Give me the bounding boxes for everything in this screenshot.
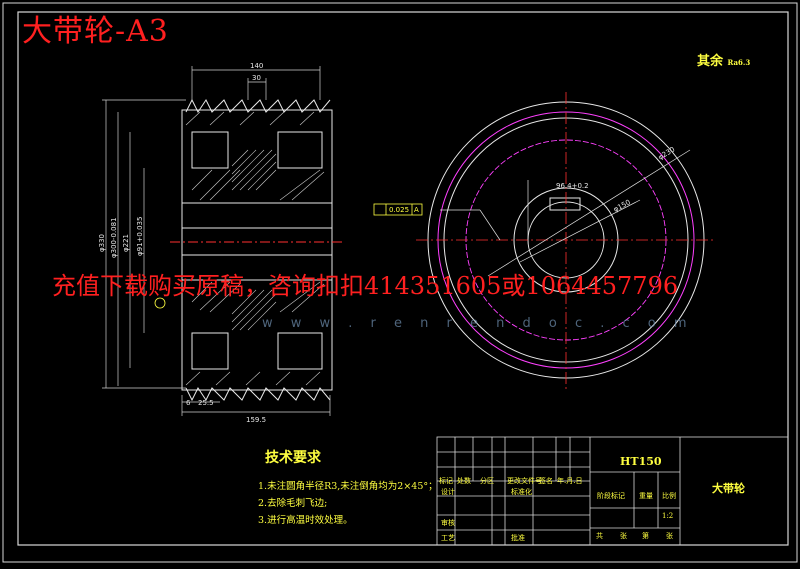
dim-dia-300: φ300-0.081 [110,217,118,258]
tb-weight: 重量 [639,492,653,500]
tech-line-3: 3.进行高温时效处理。 [258,515,353,526]
tb-label-file: 更改文件号 [507,477,542,485]
tb-sheet-unit2: 张 [666,532,673,540]
front-view [416,92,716,392]
dim-total-1595: 159.5 [246,416,266,424]
watermark-text: w w w . r e n r e n d o c . c o m [262,316,694,331]
section-view [170,98,345,402]
tb-standard: 标准化 [511,488,532,496]
tb-label-date: 年.月.日 [557,477,583,485]
tech-line-1: 1.未注圆角半径R3,未注倒角均为2×45°； [258,481,438,492]
tb-approve: 批准 [511,534,525,542]
drawing-title: 大带轮-A3 [22,14,169,49]
tb-ratio: 比例 [662,492,676,500]
svg-text:0.025: 0.025 [389,206,409,214]
part-name: 大带轮 [712,482,745,495]
tb-label-zone: 分区 [480,477,494,485]
material-label: HT150 [620,455,662,468]
dim-keyway: 96.4+0.2 [556,182,589,190]
title-block [436,436,789,546]
inner-border [17,11,789,546]
datum-marker-icon [154,297,166,309]
dim-pitch-30: 30 [252,74,261,82]
tb-label-count: 处数 [457,477,471,485]
svg-text:A: A [414,206,419,214]
tb-label-mark: 标记 [439,477,453,485]
tb-design: 设计 [441,488,455,496]
dim-offset-255: 25.5 [198,399,214,407]
tb-label-sign: 签名 [539,477,553,485]
dim-dia-bore: φ91+0.035 [136,217,144,256]
dim-ring-d2: φ150 [612,198,632,214]
tech-line-2: 2.去除毛刺飞边; [258,498,328,509]
tb-scale: 1:2 [662,512,674,520]
purchase-overlay: 充值下载购买原稿，咨询扣扣414351605或1064457796 [52,272,679,300]
tb-sheet-total: 共 [596,532,603,540]
dim-dia-330: φ330 [98,234,106,252]
roughness-label: 其余 [697,54,724,69]
section-dimensions [102,66,331,416]
dim-ring-d1: φ230 [657,145,676,161]
dim-offset-6: 6 [186,399,191,407]
tb-sheet-num: 第 [642,532,649,540]
tb-stage-mark: 阶段标记 [597,492,625,500]
dim-dia-221: φ221 [122,234,130,252]
tb-sheet-unit1: 张 [620,532,627,540]
tb-process: 工艺 [441,534,455,542]
front-dimensions [440,149,691,277]
tech-requirements-title: 技术要求 [265,450,321,466]
roughness-value: Ra6.3 [727,58,751,67]
tb-check: 审核 [441,519,455,527]
hatch-pattern [185,111,325,386]
roughness-note: 其余 Ra6.3 [697,50,750,69]
dim-width-140: 140 [250,62,263,70]
tolerance-frame: 0.025 A [373,203,423,216]
